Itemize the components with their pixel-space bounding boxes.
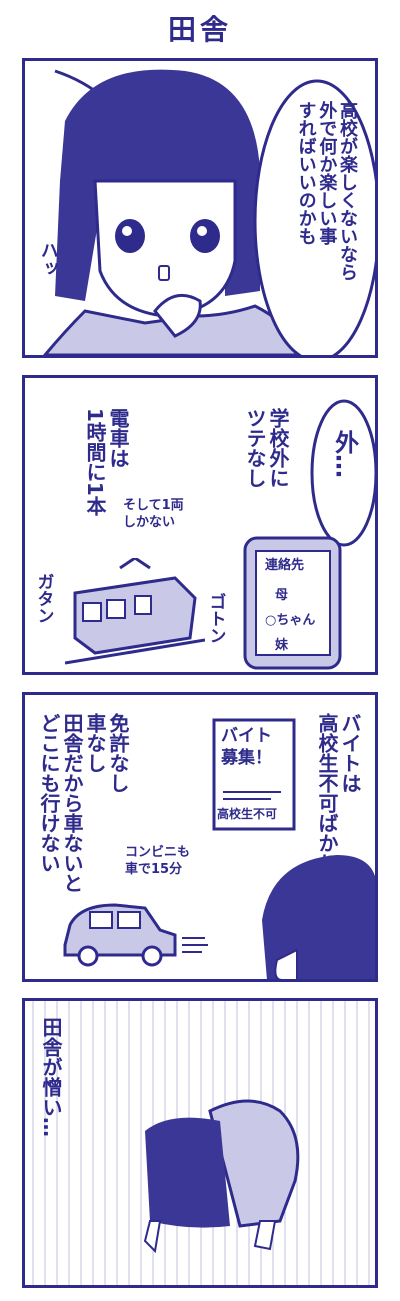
poster-illustration bbox=[212, 718, 296, 831]
girl-thinking-illustration bbox=[43, 69, 375, 355]
narration-part-time: バイトは 高校生不可ばかり bbox=[315, 713, 362, 873]
sfx-gatan: ガタン bbox=[33, 573, 54, 624]
phone-contact-2: ○ちゃん bbox=[265, 613, 316, 628]
speech-text: 高校が楽しくないなら 外で何か楽しい事 すればいいのかも bbox=[295, 101, 358, 281]
narration-no-connections: 学校外に ツテなし bbox=[243, 408, 290, 488]
narration-no-license: 免許なし 車なし 田舎だから車ないと どこにも行けない bbox=[37, 713, 130, 893]
car-illustration bbox=[63, 903, 208, 967]
page-title: 田舎 bbox=[167, 13, 232, 46]
narration-hate-countryside: 田舎が憎い… bbox=[39, 1017, 63, 1137]
girl-kneeling-illustration bbox=[143, 1099, 300, 1254]
phone-header: 連絡先 bbox=[265, 558, 305, 573]
sfx-goton: ゴトン bbox=[205, 593, 226, 644]
panel-3: バイトは 高校生不可ばかり バイト 募集！ 高校生不可 免許なし 車なし 田舎だ… bbox=[22, 692, 378, 982]
panel-4: 田舎が憎い… bbox=[22, 998, 378, 1288]
narration-train: 電車は 1時間に1本 bbox=[83, 408, 130, 516]
train-note: そして1両 しかない bbox=[123, 498, 184, 530]
poster-title: バイト 募集！ bbox=[221, 726, 272, 769]
train-illustration bbox=[65, 558, 205, 665]
sfx-hah: ハッ bbox=[37, 241, 59, 277]
bubble-soto: 外… bbox=[330, 430, 359, 478]
phone-contact-1: 母 bbox=[275, 588, 289, 603]
girl-hair-illustration bbox=[262, 855, 375, 979]
phone-contact-3: 妹 bbox=[275, 638, 289, 653]
bubble-shape bbox=[310, 399, 375, 547]
panel-2: 外… 学校外に ツテなし 電車は 1時間に1本 そして1両 しかない ガタン ゴ… bbox=[22, 375, 378, 675]
poster-note: 高校生不可 bbox=[217, 807, 278, 821]
car-note: コンビニも 車で15分 bbox=[125, 845, 191, 877]
panel-1: 高校が楽しくないなら 外で何か楽しい事 すればいいのかも ハッ bbox=[22, 58, 378, 358]
phone-illustration bbox=[243, 536, 342, 670]
